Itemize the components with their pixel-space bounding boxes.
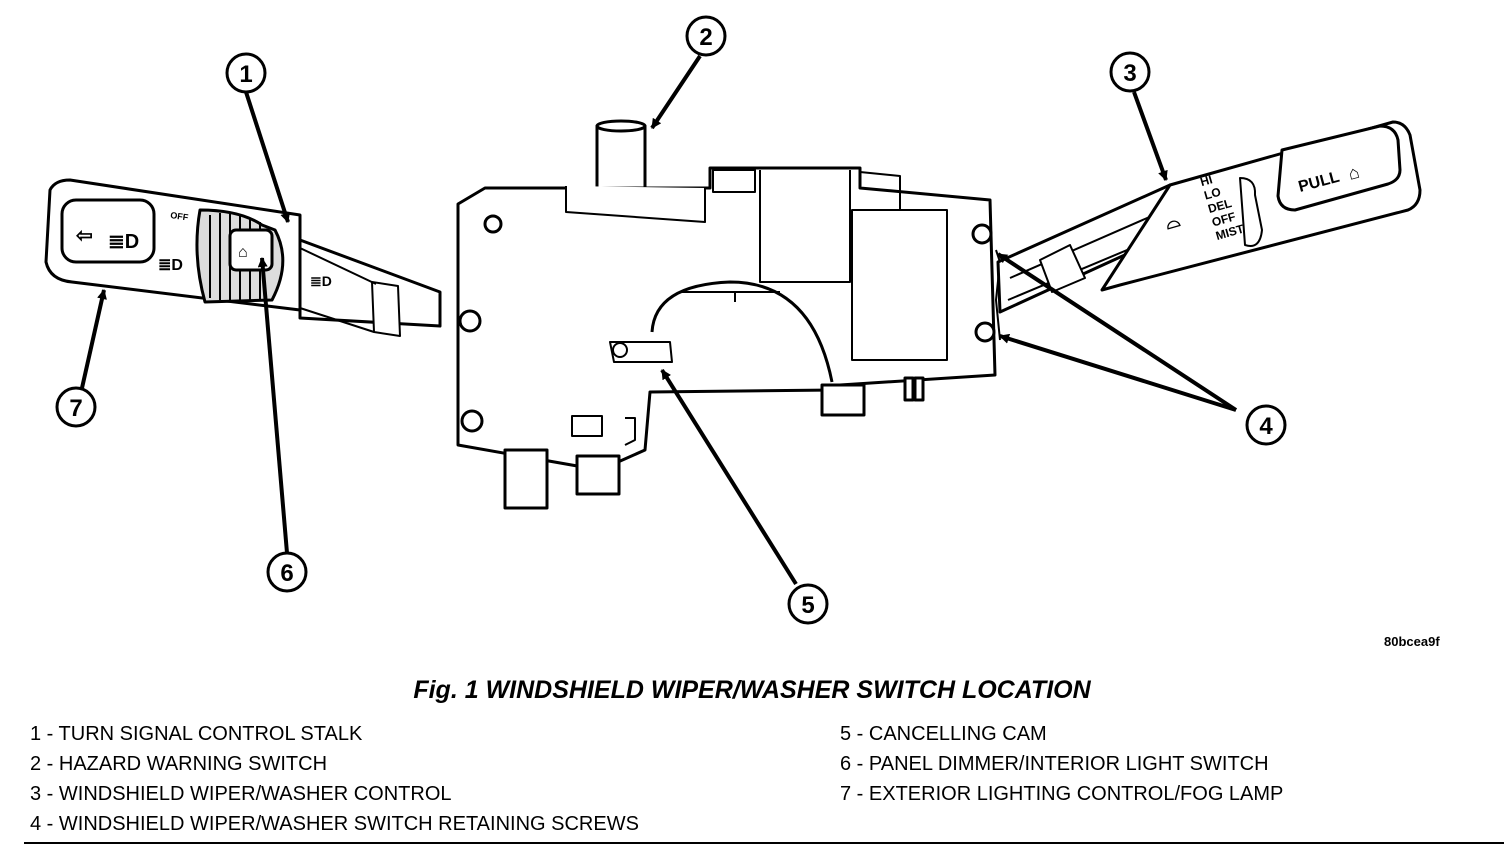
- legend-item-6: 6 - PANEL DIMMER/INTERIOR LIGHT SWITCH: [840, 753, 1269, 775]
- callout-1: 1: [225, 52, 267, 94]
- callout-2: 2: [685, 15, 727, 57]
- legend-item-4: 4 - WINDSHIELD WIPER/WASHER SWITCH RETAI…: [30, 813, 639, 835]
- svg-text:1: 1: [239, 61, 252, 88]
- switch-housing: [456, 166, 1001, 472]
- bottom-connectors: [503, 376, 925, 510]
- callout-4: 4: [1245, 404, 1287, 446]
- legend-item-3: 3 - WINDSHIELD WIPER/WASHER CONTROL: [30, 783, 452, 805]
- figure-reference-code: 80bcea9f: [1384, 634, 1440, 649]
- wiper-del-label: DEL: [1206, 196, 1233, 216]
- callout-7: 7: [55, 386, 97, 428]
- parking-lamp-icon: ≣D: [310, 273, 332, 289]
- callout-arrows: [80, 54, 1238, 586]
- washer-icon: ⌂: [1346, 162, 1362, 184]
- svg-text:5: 5: [801, 592, 814, 619]
- hazard-switch: [595, 119, 647, 190]
- legend-left-column: 1 - TURN SIGNAL CONTROL STALK 2 - HAZARD…: [30, 719, 639, 839]
- callout-6: 6: [266, 551, 308, 593]
- arrow-glyph: ⇦: [76, 225, 93, 247]
- legend-item-1: 1 - TURN SIGNAL CONTROL STALK: [30, 723, 363, 745]
- wiper-small-icon: ⌂: [238, 244, 248, 261]
- callout-circles: 1 2 3 4 5 6 7: [55, 15, 1287, 625]
- stalk-markings: OFF ⇦ ≣D ≣D ≣D ⌂ HI LO DEL OFF MIST ⌓ PU…: [76, 162, 1362, 289]
- wiper-washer-stalk: [996, 120, 1422, 314]
- svg-text:6: 6: [280, 560, 293, 587]
- svg-text:7: 7: [69, 395, 82, 422]
- figure-caption: Fig. 1 WINDSHIELD WIPER/WASHER SWITCH LO…: [413, 676, 1091, 704]
- wiper-lo-label: LO: [1202, 185, 1222, 203]
- legend-item-5: 5 - CANCELLING CAM: [840, 723, 1047, 745]
- switch-diagram: OFF ⇦ ≣D ≣D ≣D ⌂ HI LO DEL OFF MIST ⌓ PU…: [44, 15, 1422, 625]
- legend-right-column: 5 - CANCELLING CAM 6 - PANEL DIMMER/INTE…: [840, 719, 1283, 809]
- lamp-icon: ≣D: [158, 257, 183, 274]
- fog-lamp-icon: ≣D: [108, 231, 139, 253]
- legend-item-2: 2 - HAZARD WARNING SWITCH: [30, 753, 328, 775]
- bottom-divider: [24, 842, 1504, 844]
- turn-signal-stalk: [44, 178, 442, 337]
- callout-5: 5: [787, 583, 829, 625]
- wiper-icon: ⌓: [1163, 210, 1182, 233]
- callout-3: 3: [1109, 51, 1151, 93]
- svg-text:4: 4: [1259, 413, 1273, 440]
- svg-text:3: 3: [1123, 60, 1136, 87]
- svg-text:2: 2: [699, 24, 712, 51]
- wiper-off-label: OFF: [1210, 209, 1237, 229]
- housing-screws: [458, 214, 996, 433]
- legend-item-7: 7 - EXTERIOR LIGHTING CONTROL/FOG LAMP: [840, 783, 1284, 805]
- left-stalk-off-label: OFF: [170, 210, 190, 222]
- wiper-hi-label: HI: [1199, 172, 1214, 189]
